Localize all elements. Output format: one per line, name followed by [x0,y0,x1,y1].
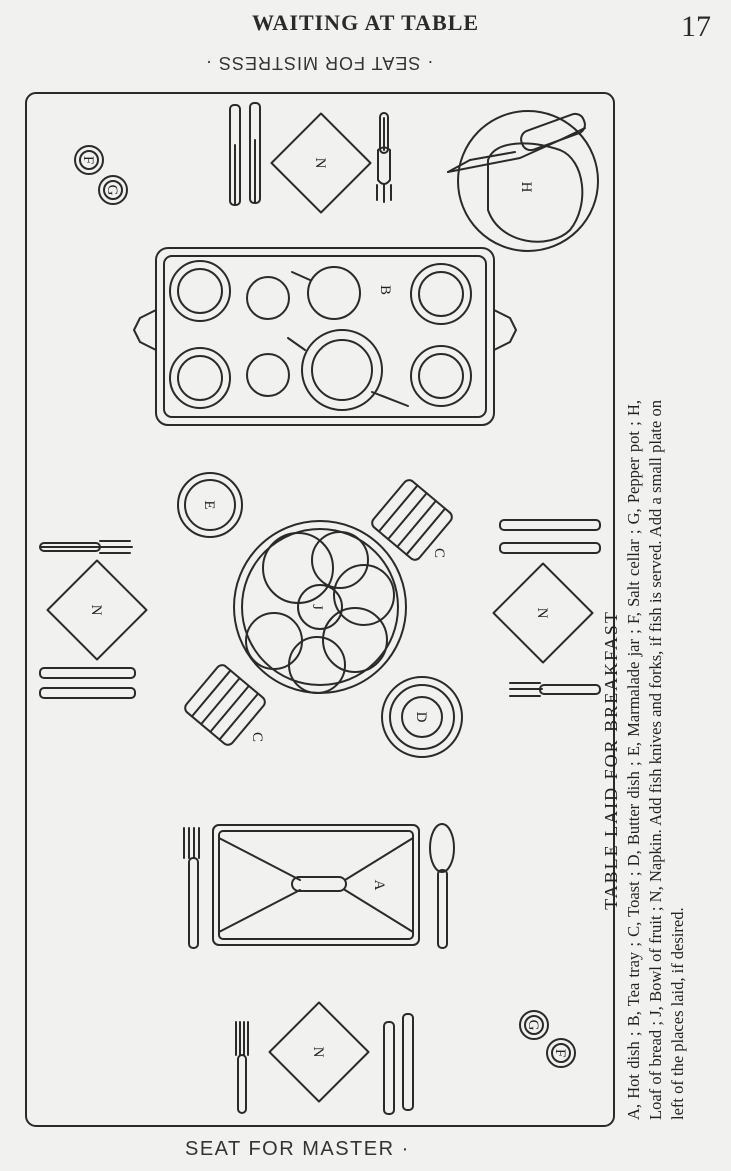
salt-cellar-top [74,145,104,175]
label-pepper-bottom: G [525,1020,541,1031]
label-napkin-right: N [534,608,550,619]
napkin-right [492,562,594,664]
seat-for-master-label: SEAT FOR MASTER · [185,1138,410,1160]
tea-tray [133,247,517,426]
fork-right-place [509,682,601,697]
label-tea-tray: B [377,285,393,295]
napkin-left [46,559,148,661]
caption-area: TABLE LAID FOR BREAKFAST A, Hot dish ; B… [600,400,710,1120]
knives-top-place [229,102,261,206]
label-marmalade: E [201,500,217,509]
pepper-pot-bottom [519,1010,549,1040]
label-fruit: J [309,604,325,610]
running-head: WAITING AT TABLE [251,10,480,35]
napkin-top [270,112,372,214]
hot-dish [212,824,420,946]
label-napkin-bottom: N [310,1047,326,1058]
page-number: 17 [681,10,711,43]
salt-cellar-bottom [546,1038,576,1068]
knives-bottom-place [383,1013,414,1115]
figure-caption: TABLE LAID FOR BREAKFAST A, Hot dish ; B… [600,400,710,1120]
fork-bottom-place [235,1021,249,1114]
label-bread: H [518,182,534,193]
label-salt-top: F [80,156,96,164]
label-napkin-left: N [88,605,104,616]
fork-left-place [39,540,133,554]
toast-rack-top-right [371,479,453,561]
marmalade-jar [177,472,243,538]
caption-body: A, Hot dish ; B, Tea tray ; C, Toast ; D… [624,400,687,1120]
label-hot-dish: A [371,880,387,891]
knives-right-place [499,519,601,554]
label-toast-bottom: C [249,732,265,742]
label-salt-bottom: F [552,1049,568,1057]
label-butter: D [413,712,429,723]
knives-left-place [39,667,136,699]
fork-top-place [376,112,392,203]
label-toast-top: C [431,548,447,558]
fork-serving [183,827,200,949]
caption-title: TABLE LAID FOR BREAKFAST [601,610,621,910]
napkin-bottom [268,1001,370,1103]
butter-dish [381,676,463,758]
spoon-serving [429,823,455,949]
fruit-bowl [233,520,407,694]
label-pepper-top: G [104,185,120,196]
pepper-pot-top [98,175,128,205]
bread-plate [447,110,599,252]
label-napkin-top: N [312,158,328,169]
table-outline [25,92,615,1127]
toast-rack-bottom-left [184,664,266,746]
